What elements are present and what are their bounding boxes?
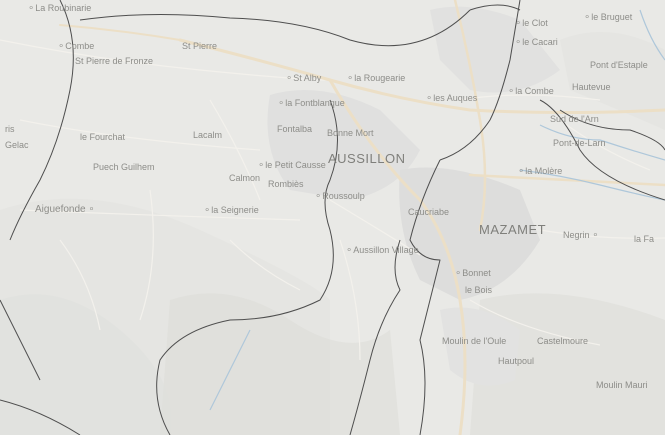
place-label-gelac[interactable]: Gelac (5, 140, 29, 150)
place-label-st-alby[interactable]: St Alby (286, 73, 321, 84)
place-label-la-seignerie[interactable]: la Seignerie (204, 205, 259, 216)
place-label-calmon[interactable]: Calmon (229, 173, 261, 183)
place-label-bonne-mort[interactable]: Bonne Mort (327, 128, 374, 138)
place-label-le-petit-causse[interactable]: le Petit Causse (258, 160, 326, 171)
place-label-puech-guilhem[interactable]: Puech Guilhem (93, 162, 155, 172)
place-label-roussoulp[interactable]: Roussoulp (315, 191, 365, 202)
place-label-aussillon-village[interactable]: Aussillon Village (346, 245, 418, 256)
place-label-la-molere[interactable]: la Molère (518, 166, 562, 177)
place-label-le-bois[interactable]: le Bois (465, 285, 493, 295)
place-label-pont-d-estaple[interactable]: Pont d'Estaple (590, 60, 648, 70)
place-label-le-bruguet[interactable]: le Bruguet (584, 12, 632, 23)
place-label-sud-de-l-arn[interactable]: Sud de l'Arn (550, 114, 599, 124)
place-label-la-roubinarie[interactable]: La Roubinarie (28, 3, 91, 14)
place-label-ris[interactable]: ris (5, 124, 15, 134)
place-label-la-fa[interactable]: la Fa (634, 234, 655, 244)
place-label-moulin-mauri[interactable]: Moulin Mauri (596, 380, 648, 390)
place-label-lacalm[interactable]: Lacalm (193, 130, 223, 140)
place-label-le-fourchat[interactable]: le Fourchat (80, 132, 126, 142)
place-label-fontalba[interactable]: Fontalba (277, 124, 313, 134)
place-label-caucriabe[interactable]: Caucriabe (408, 207, 450, 217)
place-label-la-combe[interactable]: la Combe (508, 86, 554, 97)
place-label-negrin[interactable]: Negrin (563, 230, 599, 241)
place-label-hautpoul[interactable]: Hautpoul (498, 356, 535, 366)
place-label-st-pierre-de-fronze[interactable]: St Pierre de Fronze (75, 56, 154, 66)
place-label-pont-de-larn[interactable]: Pont-de-Larn (553, 138, 606, 148)
place-label-le-cacari[interactable]: le Cacari (515, 37, 558, 48)
place-label-aiguefonde[interactable]: Aiguefonde (35, 204, 95, 215)
place-label-les-auques[interactable]: les Auques (426, 93, 477, 104)
place-label-aussillon[interactable]: AUSSILLON (328, 151, 406, 166)
place-label-hautevue[interactable]: Hautevue (572, 82, 611, 92)
place-label-castelmoure[interactable]: Castelmoure (537, 336, 589, 346)
place-label-st-pierre[interactable]: St Pierre (182, 41, 218, 51)
place-label-la-rougearie[interactable]: la Rougearie (347, 73, 405, 84)
place-label-moulin-de-l-oule[interactable]: Moulin de l'Oule (442, 336, 507, 346)
place-label-bonnet[interactable]: Bonnet (455, 268, 491, 279)
major-roads-layer (59, 0, 665, 435)
place-label-combe[interactable]: Combe (58, 41, 94, 52)
place-label-le-clot[interactable]: le Clot (515, 18, 548, 29)
place-label-rombies[interactable]: Rombiès (268, 179, 304, 189)
urban-area-layer (267, 6, 560, 386)
place-label-la-fontblanque[interactable]: la Fontblanque (278, 98, 345, 109)
place-label-mazamet[interactable]: MAZAMET (479, 222, 547, 237)
